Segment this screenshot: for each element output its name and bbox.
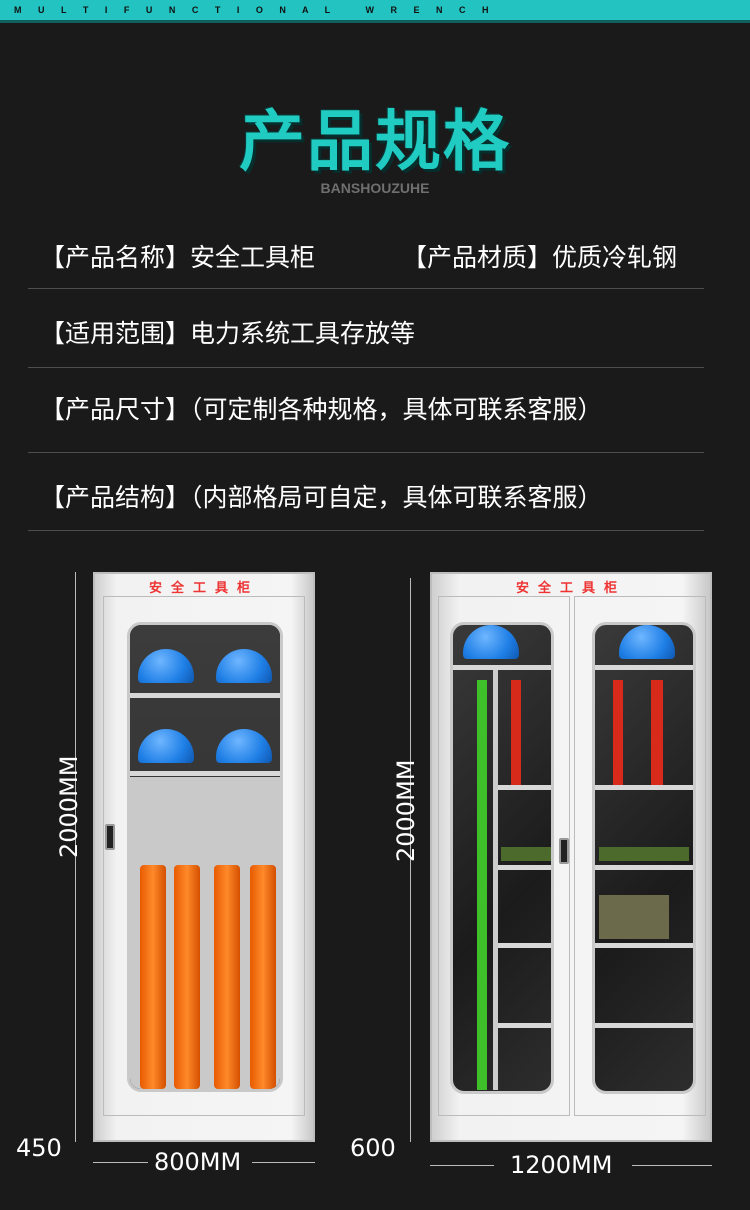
cabinet-label: 安全工具柜 bbox=[148, 581, 259, 596]
vest bbox=[501, 847, 551, 861]
page-title: 产品规格 bbox=[239, 103, 511, 180]
spec-value: （内部格局可自定，具体可联系客服） bbox=[190, 483, 603, 512]
cabinet-door bbox=[103, 596, 305, 1116]
height-label: 2000MM bbox=[392, 759, 420, 863]
spec-value: 优质冷轧钢 bbox=[552, 243, 678, 272]
spec-row-scope: 【适用范围】电力系统工具存放等 bbox=[40, 314, 415, 350]
insulating-rod bbox=[214, 865, 240, 1089]
helmet-icon bbox=[463, 625, 519, 659]
spec-value: 电力系统工具存放等 bbox=[190, 319, 416, 348]
door-handle bbox=[559, 838, 569, 864]
divider bbox=[28, 452, 704, 453]
divider bbox=[28, 367, 704, 368]
insulating-rod bbox=[174, 865, 200, 1089]
spec-row-name: 【产品名称】安全工具柜 bbox=[40, 238, 315, 274]
spec-value: （可定制各种规格，具体可联系客服） bbox=[190, 395, 603, 424]
width-dimension-line bbox=[252, 1162, 315, 1163]
single-door-cabinet: 安全工具柜 bbox=[93, 572, 315, 1142]
depth-label: 600 bbox=[350, 1134, 396, 1162]
insulating-rod bbox=[250, 865, 276, 1089]
camo-clothes bbox=[599, 895, 669, 939]
spec-row-structure: 【产品结构】（内部格局可自定，具体可联系客服） bbox=[40, 478, 603, 514]
vest bbox=[599, 847, 689, 861]
helmet-icon bbox=[619, 625, 675, 659]
divider bbox=[28, 530, 704, 531]
depth-label: 450 bbox=[16, 1134, 62, 1162]
width-dimension-line bbox=[632, 1165, 712, 1166]
door-handle bbox=[105, 824, 115, 850]
cabinet-label: 安全工具柜 bbox=[515, 581, 626, 596]
spec-label: 【适用范围】 bbox=[40, 319, 191, 348]
right-door bbox=[574, 596, 706, 1116]
width-label: 800MM bbox=[154, 1148, 242, 1176]
width-dimension-line bbox=[430, 1165, 494, 1166]
spec-label: 【产品结构】 bbox=[40, 483, 191, 512]
page-subtitle: BANSHOUZUHE bbox=[320, 180, 430, 196]
height-dimension-line bbox=[410, 578, 411, 1142]
spec-row-material: 【产品材质】优质冷轧钢 bbox=[402, 238, 677, 274]
double-door-cabinet: 安全工具柜 bbox=[430, 572, 712, 1142]
glass-window-left bbox=[450, 622, 554, 1094]
spec-label: 【产品名称】 bbox=[40, 243, 191, 272]
spec-value: 安全工具柜 bbox=[190, 243, 316, 272]
red-gloves bbox=[651, 680, 663, 790]
red-gloves bbox=[613, 680, 623, 790]
height-label: 2000MM bbox=[55, 755, 83, 859]
top-banner: M U L T I F U N C T I O N A L W R E N C … bbox=[0, 0, 750, 23]
red-gloves bbox=[511, 680, 521, 790]
divider bbox=[28, 288, 704, 289]
green-rod bbox=[477, 680, 487, 1090]
spec-row-size: 【产品尺寸】（可定制各种规格，具体可联系客服） bbox=[40, 390, 603, 426]
width-label: 1200MM bbox=[510, 1151, 613, 1179]
width-dimension-line bbox=[93, 1162, 148, 1163]
height-dimension-line bbox=[75, 572, 76, 1142]
glass-window-right bbox=[592, 622, 696, 1094]
spec-label: 【产品尺寸】 bbox=[40, 395, 191, 424]
left-door bbox=[438, 596, 570, 1116]
banner-text: M U L T I F U N C T I O N A L W R E N C … bbox=[14, 5, 496, 15]
insulating-rod bbox=[140, 865, 166, 1089]
spec-label: 【产品材质】 bbox=[402, 243, 553, 272]
glass-window bbox=[127, 622, 283, 1092]
